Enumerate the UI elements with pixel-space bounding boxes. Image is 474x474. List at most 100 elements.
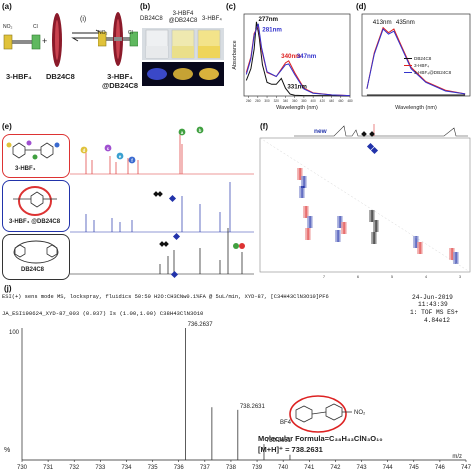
no2-label: NO₂: [354, 410, 366, 416]
peak-annotation-5: 331nm: [287, 83, 307, 90]
peak-letter: e: [119, 154, 122, 159]
x-axis-label: Wavelength (nm): [395, 105, 437, 111]
axle-bond: [311, 411, 327, 415]
peak-annotation-1: 413nm: [373, 19, 392, 26]
panel-f-label: (f): [260, 122, 268, 131]
panel-e-label: (e): [2, 122, 12, 131]
x-tick-label: 380: [301, 99, 307, 103]
x-tick-label: 743: [357, 465, 368, 471]
ms-time: 11:43:39: [418, 301, 448, 308]
ms-peak-label: 739.2651: [266, 438, 292, 444]
complex-structure-icon: [13, 186, 57, 216]
x-tick-label: 420: [320, 99, 326, 103]
ms-peak-label: 736.2637: [188, 322, 214, 328]
ms-peak-label: 738.2631: [240, 404, 266, 410]
vial-label-3: 3-HBF₄: [202, 16, 222, 22]
shift-diamond-icon: [170, 270, 179, 279]
ms-mode: 1: TOF MS ES+: [410, 309, 459, 316]
peak-annotation-3: 340nm: [281, 53, 301, 60]
peak-marker-icon: [116, 152, 124, 160]
box-complex: 3-HBF₄ @DB24C8: [2, 180, 70, 232]
plot-frame: [243, 13, 351, 97]
box-label-db24c8: DB24C8: [21, 267, 45, 273]
ring-compound-name: DB24C8: [46, 72, 75, 81]
bf4-label: BF4: [280, 420, 292, 426]
peak-marker-icon: [128, 156, 136, 164]
panel-b: (b) DB24C8 3-HBF4 @DB24C8 3-HBF₄: [138, 0, 226, 120]
diagonal-line: [259, 137, 471, 273]
peak-diamond-icon: [163, 241, 169, 247]
peak-annotation-2: 435nm: [396, 19, 415, 26]
x-tick-label: 320: [274, 99, 280, 103]
crown-ether-ring-graphic: [52, 13, 62, 67]
peak-marker-icon: [104, 144, 112, 152]
vial-photo-uv: [142, 62, 224, 86]
vial-label-1: DB24C8: [140, 16, 163, 22]
x-tick-label: 730: [17, 465, 28, 471]
x-tick-label: 747: [461, 465, 472, 471]
legend-entry: 3-HBF₄: [414, 63, 429, 68]
crown-ring-outline: [289, 395, 347, 433]
x-tick-label: 360: [292, 99, 298, 103]
y-unit-label: %: [4, 447, 10, 454]
shift-diamond-icon: [172, 232, 181, 241]
x-tick-label: 300: [264, 99, 270, 103]
series-line-3: [245, 23, 351, 97]
complex-group-no2: NO₂: [98, 30, 108, 36]
top-projection-trace: [294, 125, 468, 137]
peak-letter: d: [83, 148, 86, 153]
panel-b-label: (b): [140, 2, 151, 11]
peak-marker-icon: [233, 243, 239, 249]
panel-d-label: (d): [356, 2, 367, 11]
peak-marker-icon: [80, 146, 88, 154]
ms-mh: [M+H]⁺ = 738.2631: [258, 445, 323, 454]
x-tick-label: 460: [338, 99, 344, 103]
panel-a-label: (a): [2, 2, 12, 11]
ms-formula: Molecular Formula=C₃₈H₄₃ClN₃O₁₀: [258, 434, 383, 443]
box-label-complex: 3-HBF₄ @DB24C8: [9, 219, 61, 225]
x-tick-label: 731: [43, 465, 54, 471]
peak-annotation-1: 277nm: [258, 16, 278, 23]
x-tick-label: 741: [304, 465, 315, 471]
shift-diamond-icon: [366, 142, 375, 151]
rotaxane-complex-graphic: [98, 12, 138, 66]
x-tick-label: 734: [121, 465, 132, 471]
peak-diamond-icon: [157, 191, 163, 197]
left-group-cl: Cl: [33, 24, 38, 30]
x-tick-label: 746: [435, 465, 446, 471]
left-compound-name: 3-HBF₄: [6, 72, 32, 81]
shift-diamond-icon: [370, 146, 379, 155]
panel-c-label: (c): [226, 2, 236, 11]
x-tick-label: 733: [95, 465, 106, 471]
x-tick-label: 480: [347, 99, 353, 103]
peak-letter: f: [131, 158, 133, 163]
peak-diamond-icon: [153, 191, 159, 197]
legend-entry: DB24C8: [414, 56, 432, 61]
x-tick-label: 745: [409, 465, 420, 471]
x-tick-label: 735: [148, 465, 159, 471]
x-tick-label: 736: [174, 465, 185, 471]
peak-letter: b: [199, 128, 202, 133]
x-tick-label: 400: [310, 99, 316, 103]
box-db24c8: DB24C8: [2, 234, 70, 280]
x-tick-label: 740: [278, 465, 289, 471]
x-tick-label: 744: [383, 465, 394, 471]
peak-diamond-icon: [159, 241, 165, 247]
legend-entry: 3-HBF₄@DB24C8: [414, 70, 452, 75]
x-tick-label: 7: [323, 274, 326, 279]
peak-letter: a: [181, 130, 184, 135]
axle-molecule-graphic: [3, 34, 41, 50]
x-axis-label: Wavelength (nm): [276, 105, 318, 111]
plus-sign: +: [42, 36, 48, 46]
x-tick-label: 742: [330, 465, 341, 471]
x-tick-label: 739: [252, 465, 263, 471]
plot-frame: [259, 137, 471, 273]
vial-photo-daylight: [142, 28, 224, 60]
x-tick-label: 280: [255, 99, 261, 103]
ms-header-line1: ESI(+) sens mode MS, lockspray, fluidics…: [2, 294, 329, 300]
